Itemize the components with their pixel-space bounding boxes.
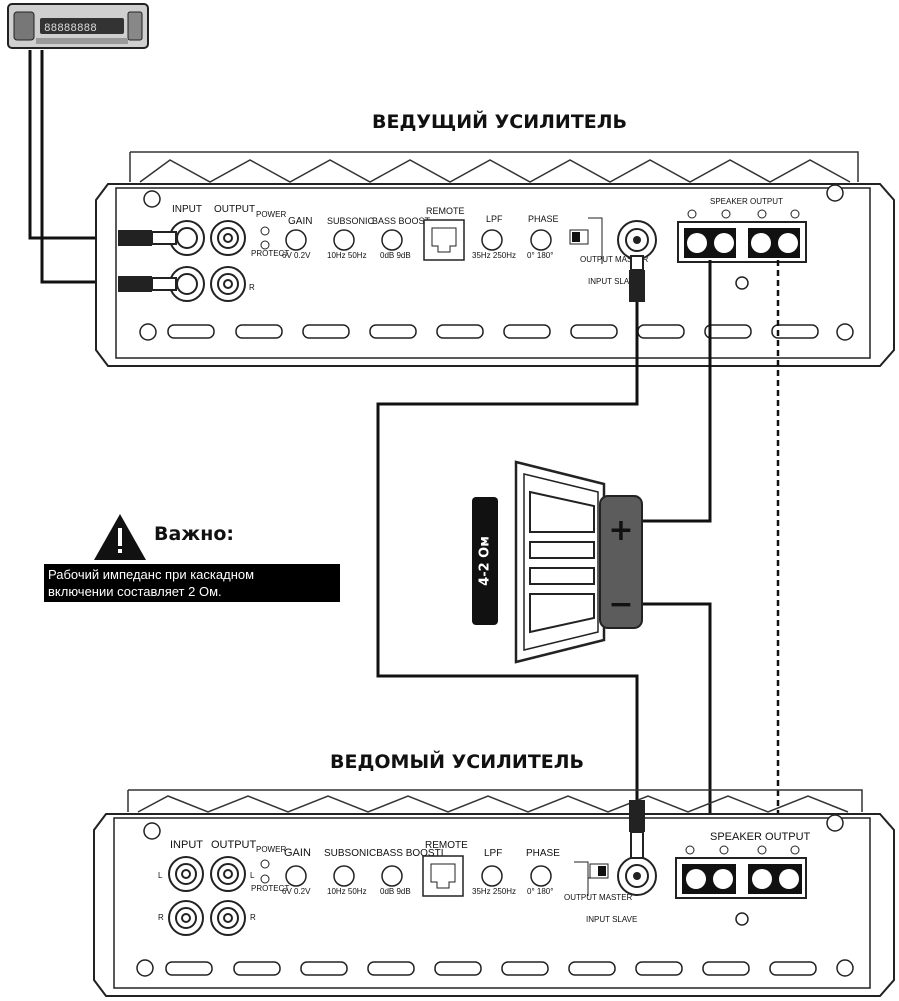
warning-line-1: Рабочий импеданс при каскадном [48,567,255,582]
master-subsonic-label: SUBSONIC [327,216,375,226]
slave-ch-r2: R [250,913,256,922]
master-output-master-label: OUTPUT MASTER [580,255,649,264]
master-bassboost-label: BASS BOOST [372,216,431,226]
master-remote-label: REMOTE [426,206,465,216]
master-input-label: INPUT [172,204,202,215]
slave-lpf-label: LPF [484,848,502,859]
slave-lpf-range: 35Hz 250Hz [472,887,516,896]
slave-remote-label: REMOTE [425,840,468,851]
master-link-plug [629,255,645,302]
master-amplifier: INPUT OUTPUT POWER PROTECT GAIN 6V 0.2V … [95,151,895,367]
speaker-minus-sign: − [608,587,633,622]
slave-title: ВЕДОМЫЙ УСИЛИТЕЛЬ [330,750,584,773]
slave-subsonic-bass-label: SUBSONICBASS BOOSTI [324,848,443,859]
master-title: ВЕДУЩИЙ УСИЛИТЕЛЬ [372,110,627,133]
speaker-plus-wire [618,260,712,523]
slave-gain-range: 6V 0.2V [282,887,311,896]
impedance-text: 4-2 Ом [477,536,493,586]
slave-amplifier: INPUT OUTPUT POWER PROTECT GAIN 6V 0.2V … [93,789,895,997]
master-lpf-label: LPF [486,214,503,224]
master-bass-range: 0dB 9dB [380,251,411,260]
slave-power-label: POWER [256,845,286,854]
rca-input-wires [28,50,120,284]
warning-icon [94,514,146,560]
slave-bass-range: 0dB 9dB [380,887,411,896]
head-unit: 88888888 [7,3,149,49]
master-input-slave-label: INPUT SLAVE [588,277,639,286]
master-ch-r: R [249,283,255,292]
impedance-label: 4-2 Ом [472,497,498,625]
master-rca-plugs [118,230,177,292]
master-phase-range: 0° 180° [527,251,553,260]
warning-line-2: включении составляет 2 Ом. [48,584,222,599]
master-subsonic-range: 10Hz 50Hz [327,251,367,260]
slave-output-label: OUTPUT [211,839,257,851]
slave-ch-l: L [158,871,163,880]
slave-input-slave-label: INPUT SLAVE [586,915,637,924]
slave-gain-label: GAIN [284,847,311,859]
slave-output-master-label: OUTPUT MASTER [564,893,633,902]
slave-input-label: INPUT [170,839,203,851]
slave-subsonic-range: 10Hz 50Hz [327,887,367,896]
link-cable [376,302,639,800]
slave-link-plug [629,800,645,859]
slave-phase-range: 0° 180° [527,887,553,896]
slave-speaker-output-label: SPEAKER OUTPUT [710,831,811,843]
master-power-label: POWER [256,210,286,219]
master-output-label: OUTPUT [214,204,255,215]
head-unit-display: 88888888 [44,23,97,35]
master-speaker-output-label: SPEAKER OUTPUT [710,197,783,206]
master-protect-label: PROTECT [251,249,289,258]
warning-title: Важно: [154,523,234,545]
slave-ch-r: R [158,913,164,922]
master-phase-label: PHASE [528,214,559,224]
slave-phase-label: PHASE [526,848,560,859]
slave-protect-label: PROTECT [251,884,289,893]
warning-note: Рабочий импеданс при каскадном включении… [44,564,340,602]
master-gain-label: GAIN [288,216,312,227]
master-lpf-range: 35Hz 250Hz [472,251,516,260]
slave-ch-l2: L [250,871,255,880]
speaker-plus-sign: + [608,513,633,548]
subwoofer: + − [514,460,643,664]
speaker-minus-wire [618,602,712,870]
master-gain-range: 6V 0.2V [282,251,311,260]
